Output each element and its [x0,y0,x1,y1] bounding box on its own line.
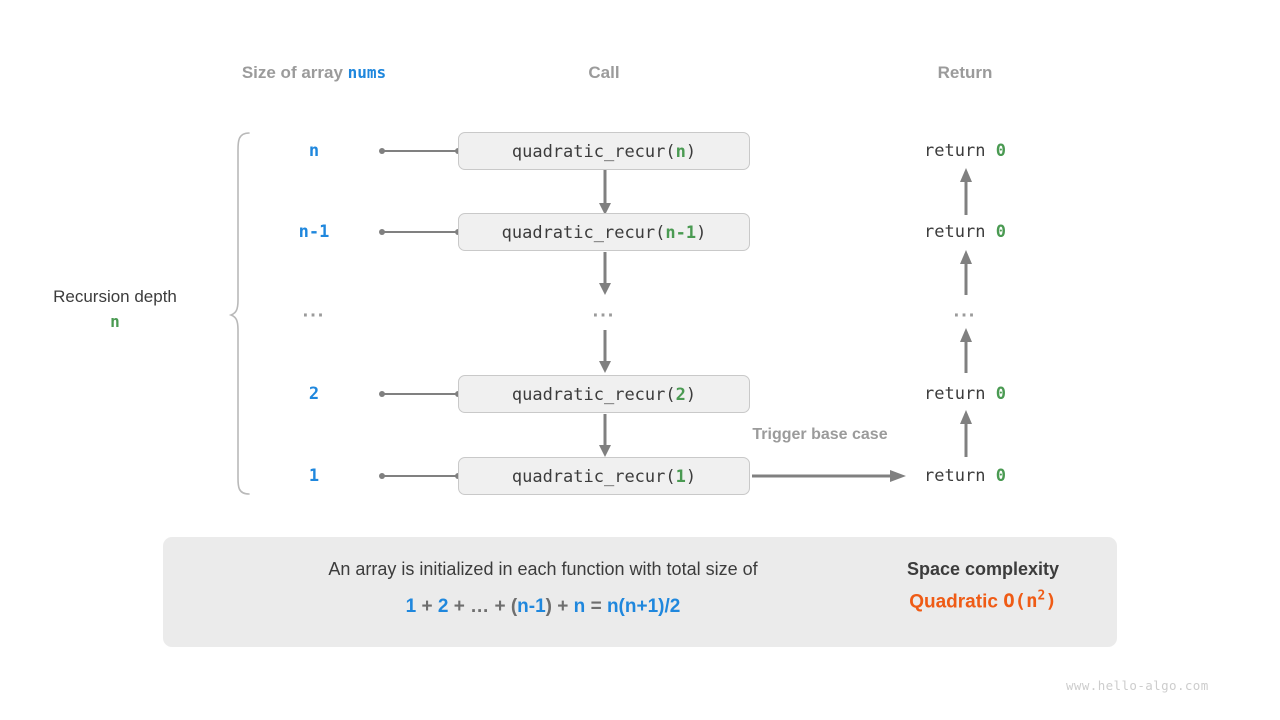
recursion-depth-label: Recursion depth n [53,285,177,333]
complexity-notation-suffix: ) [1045,590,1057,613]
call-box-prefix: quadratic_recur( [511,142,676,162]
summary-formula: 1 + 2 + … + (n-1) + n = n(n+1)/2 [218,596,868,618]
call-box-suffix: ) [696,223,707,243]
call-box-suffix: ) [685,467,697,487]
formula-term-1: 1 [405,596,417,617]
formula-op-3: + [494,596,506,617]
return-row-2-ellipsis: ... [953,299,977,322]
return-value: 0 [995,466,1006,486]
formula-op-2: + [453,596,465,617]
size-label-row-0: n [308,141,320,161]
summary-description: An array is initialized in each function… [328,559,758,579]
call-box-arg: 1 [675,467,686,487]
formula-term-4: n-1 [517,596,546,617]
summary-right-block: Space complexity Quadratic O(n2) [868,559,1098,613]
trigger-base-case-note: Trigger base case [752,426,888,443]
formula-paren-close: ) [545,596,552,617]
return-keyword: return [924,222,996,242]
size-label-row-2-ellipsis: ... [302,299,326,322]
complexity-notation: O(n2) [1003,589,1057,613]
call-box-row-1[interactable]: quadratic_recur(n-1) [458,213,750,251]
call-box-arg: n-1 [665,223,697,243]
recursion-depth-value: n [110,311,120,331]
return-value: 0 [995,384,1006,404]
call-box-prefix: quadratic_recur( [501,223,666,243]
return-text-row-4: return 0 [924,466,1006,486]
return-keyword: return [924,466,996,486]
return-keyword: return [924,141,996,161]
return-text-row-0: return 0 [924,141,1006,161]
summary-panel: An array is initialized in each function… [163,537,1117,647]
header-call: Call [588,63,620,82]
size-label-row-3: 2 [308,384,320,404]
base-case-arrow [752,470,906,482]
size-label-row-4: 1 [308,466,320,486]
space-complexity-value: Quadratic O(n2) [868,589,1098,613]
complexity-notation-prefix: O(n [1003,590,1038,613]
size-label-row-1: n-1 [298,222,330,242]
formula-op-4: + [557,596,569,617]
recursion-depth-title: Recursion depth [53,287,177,306]
call-row-2-ellipsis: ... [592,299,616,322]
call-box-row-0[interactable]: quadratic_recur(n) [458,132,750,170]
return-text-row-3: return 0 [924,384,1006,404]
return-value: 0 [995,141,1006,161]
call-box-row-3[interactable]: quadratic_recur(2) [458,375,750,413]
watermark: www.hello-algo.com [1066,678,1209,693]
return-value: 0 [995,222,1006,242]
call-box-suffix: ) [685,142,697,162]
header-size-prefix: Size of array [241,63,348,82]
space-complexity-title: Space complexity [906,559,1060,579]
call-box-arg: 2 [675,385,686,405]
call-box-suffix: ) [685,385,697,405]
return-keyword: return [924,384,996,404]
call-box-arg: n [675,142,686,162]
return-text-row-1: return 0 [924,222,1006,242]
call-box-prefix: quadratic_recur( [511,467,676,487]
formula-result: n(n+1)/2 [606,596,681,617]
header-size-of-array: Size of array nums [242,63,386,83]
call-box-prefix: quadratic_recur( [511,385,676,405]
formula-term-5: n [573,596,586,617]
recursion-depth-brace [228,132,250,495]
size-connectors [379,148,461,479]
formula-ellipsis: … [470,596,490,617]
formula-equals: = [590,596,602,617]
header-return: Return [937,63,993,82]
complexity-exponent: 2 [1037,589,1046,604]
formula-term-2: 2 [437,596,449,617]
header-size-code: nums [347,63,387,82]
complexity-kind: Quadratic [909,591,998,613]
formula-paren-open: ( [510,596,518,617]
summary-left-block: An array is initialized in each function… [218,559,868,618]
formula-op-1: + [421,596,433,617]
call-box-row-4[interactable]: quadratic_recur(1) [458,457,750,495]
